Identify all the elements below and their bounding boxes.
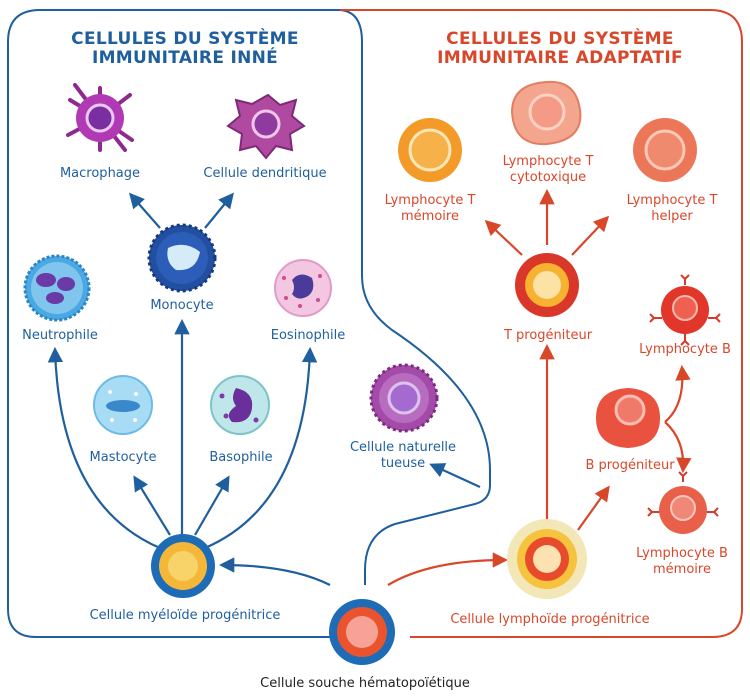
b-progenitor-label: B progéniteur [585, 458, 675, 473]
t-progenitor-label: T progéniteur [503, 328, 593, 343]
dendritic-cell-label: Cellule dendritique [203, 166, 327, 181]
mastocyte-cell-icon [93, 375, 153, 435]
adaptive-region-divider [365, 500, 460, 585]
lymphoid-progenitor-label: Cellule lymphoïde progénitrice [450, 612, 650, 627]
innate-title-line2: IMMUNITAIRE INNÉ [91, 48, 279, 68]
t-helper-label-line1: Lymphocyte T [626, 193, 718, 208]
t-cytotoxic-label-line2: cytotoxique [509, 170, 587, 185]
t-helper-label-line2: helper [651, 209, 693, 224]
nk-cell-label: Cellule naturelle tueuse [338, 440, 468, 472]
stem-cell-label: Cellule souche hématopoïétique [260, 676, 470, 691]
adaptive-title: CELLULES DU SYSTÈME IMMUNITAIRE ADAPTATI… [410, 30, 710, 68]
myeloid-progenitor-cell-icon [151, 534, 215, 598]
t-cytotoxic-label: Lymphocyte T cytotoxique [488, 154, 608, 186]
t-helper-label: Lymphocyte T helper [612, 193, 732, 225]
t-memory-cell-icon [398, 118, 462, 182]
t-memory-label: Lymphocyte T mémoire [370, 193, 490, 225]
innate-title-line1: CELLULES DU SYSTÈME [71, 29, 299, 49]
lymphoid-progenitor-cell-icon [507, 519, 587, 599]
neutrophil-cell-icon [23, 254, 91, 322]
macrophage-label: Macrophage [59, 166, 141, 181]
adaptive-arrows [387, 188, 692, 586]
innate-arrows [47, 192, 481, 586]
b-memory-cell-icon [647, 471, 719, 534]
b-lymphocyte-cell-icon [649, 274, 721, 346]
t-memory-label-line2: mémoire [401, 209, 459, 224]
eosinophil-label: Eosinophile [270, 328, 346, 343]
b-memory-label-line1: Lymphocyte B [636, 546, 728, 561]
b-memory-label-line2: mémoire [653, 562, 711, 577]
macrophage-cell-icon [66, 83, 134, 152]
t-progenitor-cell-icon [515, 253, 579, 317]
adaptive-title-line2: IMMUNITAIRE ADAPTATIF [437, 48, 683, 68]
nk-cell-icon [369, 363, 439, 433]
neutrophil-label: Neutrophile [22, 328, 98, 343]
mastocyte-label: Mastocyte [89, 450, 157, 465]
basophil-cell-icon [210, 375, 270, 435]
dendritic-cell-icon [226, 93, 306, 160]
t-memory-label-line1: Lymphocyte T [384, 193, 476, 208]
t-helper-cell-icon [633, 118, 697, 182]
b-progenitor-cell-icon [596, 388, 660, 448]
t-cytotoxic-cell-icon [510, 80, 582, 146]
innate-region-border [7, 9, 340, 638]
b-lymphocyte-label: Lymphocyte B [639, 342, 731, 357]
monocyte-cell-icon [147, 223, 217, 293]
nk-cell-label-line1: Cellule naturelle [349, 440, 457, 455]
basophil-label: Basophile [209, 450, 273, 465]
adaptive-region-border [340, 9, 743, 638]
stem-cell-icon [329, 599, 395, 665]
nk-cell-label-line2: tueuse [380, 456, 426, 471]
adaptive-title-line1: CELLULES DU SYSTÈME [446, 29, 674, 49]
innate-title: CELLULES DU SYSTÈME IMMUNITAIRE INNÉ [40, 30, 330, 68]
eosinophil-cell-icon [274, 259, 332, 317]
monocyte-label: Monocyte [150, 298, 214, 313]
t-cytotoxic-label-line1: Lymphocyte T [502, 154, 594, 169]
myeloid-progenitor-label: Cellule myéloïde progénitrice [89, 608, 281, 623]
innate-region-divider [337, 9, 491, 585]
b-memory-label: Lymphocyte B mémoire [622, 546, 742, 578]
